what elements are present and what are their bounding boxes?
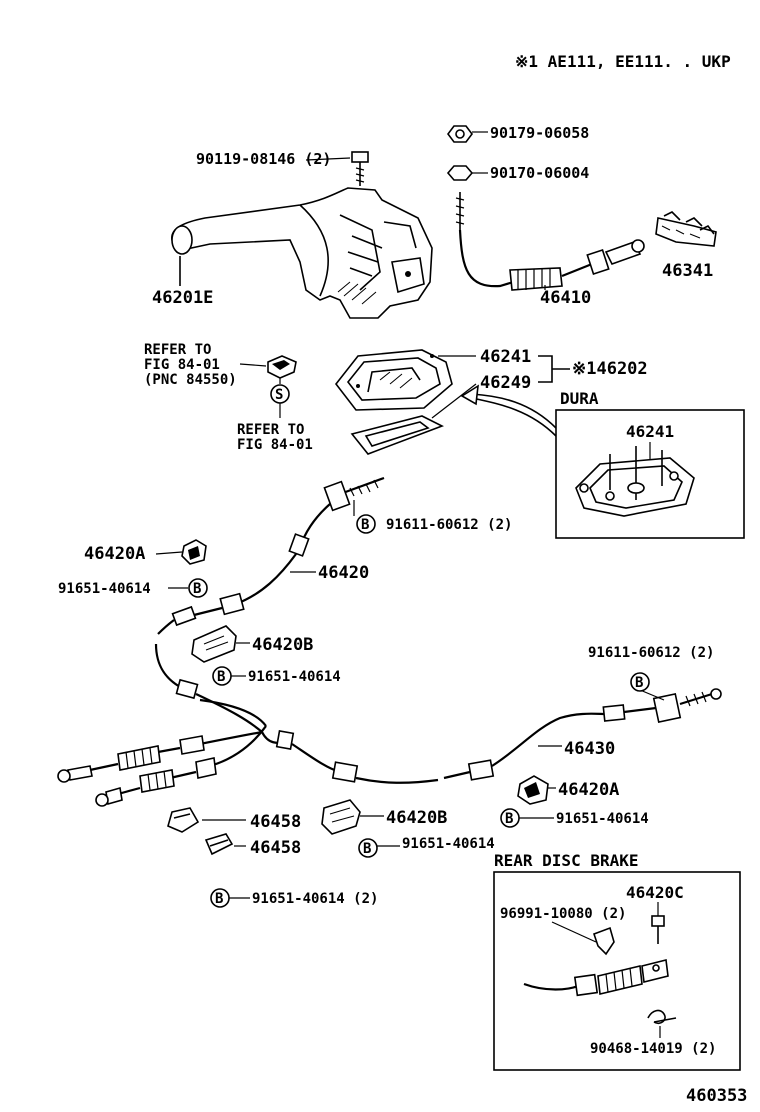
clip-46458-a [167, 807, 246, 833]
label-46430: 46430 [564, 739, 615, 759]
refer-note-2-line2: FIG 84-01 [237, 437, 313, 453]
b-mark-icon: B [188, 578, 208, 598]
rear-disc-box [493, 871, 741, 1071]
nut-90179 [447, 125, 488, 143]
clip-90468 [647, 1009, 677, 1038]
rear-disc-cable [523, 959, 669, 997]
parking-brake-lever [171, 187, 433, 319]
label-146202: ※146202 [572, 359, 648, 379]
b-mark-icon: B [212, 666, 232, 686]
label-91611-right: 91611-60612 (2) [588, 645, 714, 661]
dura-label: DURA [560, 389, 599, 408]
clamp-46420a-lower [517, 775, 556, 805]
label-91651-e: 91651-40614 (2) [252, 891, 378, 907]
clip-46458-b [204, 833, 246, 856]
label-90468: 90468-14019 (2) [590, 1041, 716, 1057]
cable-46420 [157, 476, 385, 635]
clamp-46420a-upper [155, 539, 207, 565]
svg-text:B: B [361, 517, 369, 533]
figure-number: 460353 [686, 1086, 747, 1106]
b-mark-icon: B [500, 808, 520, 828]
label-46458-a: 46458 [250, 812, 301, 832]
label-91611-upper: 91611-60612 (2) [386, 517, 512, 533]
label-91651-c: 91651-40614 [556, 811, 649, 827]
label-96991: 96991-10080 (2) [500, 906, 626, 922]
bracket-46420b-upper [191, 625, 250, 663]
nut-90170 [446, 165, 488, 181]
label-91651-b: 91651-40614 [248, 669, 341, 685]
refer-note-2-line1: REFER TO [237, 422, 304, 438]
s-mark-letter: S [275, 387, 283, 403]
cable-46410 [455, 192, 645, 291]
svg-text:B: B [635, 675, 643, 691]
refer-note-1-line3: (PNC 84550) [144, 372, 237, 388]
connector-part [239, 355, 297, 384]
label-46420a-upper: 46420A [84, 544, 145, 564]
dura-part-label: 46241 [626, 422, 674, 441]
label-46249: 46249 [480, 373, 531, 393]
svg-text:B: B [363, 841, 371, 857]
label-46410: 46410 [540, 288, 591, 308]
label-46201e: 46201E [152, 288, 213, 308]
svg-text:B: B [505, 811, 513, 827]
label-46420c: 46420C [626, 883, 684, 902]
dura-boot-part [575, 442, 695, 517]
label-91651-a: 91651-40614 [58, 581, 151, 597]
boot-46241 [334, 349, 476, 411]
header-note: ※1 AE111, EE111. . UKP [515, 52, 731, 71]
clip-46341 [655, 211, 717, 247]
label-91651-d: 91651-40614 [402, 836, 495, 852]
clip-96991 [551, 921, 615, 956]
s-mark-icon: S [270, 384, 290, 418]
svg-text:B: B [193, 581, 201, 597]
label-46241: 46241 [480, 347, 531, 367]
b-mark-icon: B [210, 888, 230, 908]
refer-note-1-line2: FIG 84-01 [144, 357, 220, 373]
dura-box [555, 409, 745, 539]
pin-46420c [651, 902, 665, 944]
label-46341: 46341 [662, 261, 713, 281]
rear-cables [57, 643, 439, 807]
label-46420: 46420 [318, 563, 369, 583]
label-90179: 90179-06058 [490, 124, 589, 142]
label-90119: 90119-08146 (2) [196, 150, 331, 168]
seal-46249 [350, 383, 477, 455]
refer-note-1-line1: REFER TO [144, 342, 211, 358]
label-46420a-lower: 46420A [558, 780, 619, 800]
label-90170: 90170-06004 [490, 164, 589, 182]
label-46420b-lower: 46420B [386, 808, 447, 828]
b-mark-icon: B [356, 514, 376, 534]
b-mark-icon: B [358, 838, 378, 858]
assembly-bracket [538, 355, 570, 383]
bracket-46420b-lower [321, 799, 384, 835]
dura-pointer-arrow [460, 384, 557, 437]
rear-disc-title: REAR DISC BRAKE [494, 851, 639, 870]
label-46420b-upper: 46420B [252, 635, 313, 655]
svg-text:B: B [215, 891, 223, 907]
bolt-90119 [305, 151, 369, 186]
svg-text:B: B [217, 669, 225, 685]
cable-46430 [443, 688, 722, 781]
label-46458-b: 46458 [250, 838, 301, 858]
b-mark-icon: B [630, 672, 650, 692]
